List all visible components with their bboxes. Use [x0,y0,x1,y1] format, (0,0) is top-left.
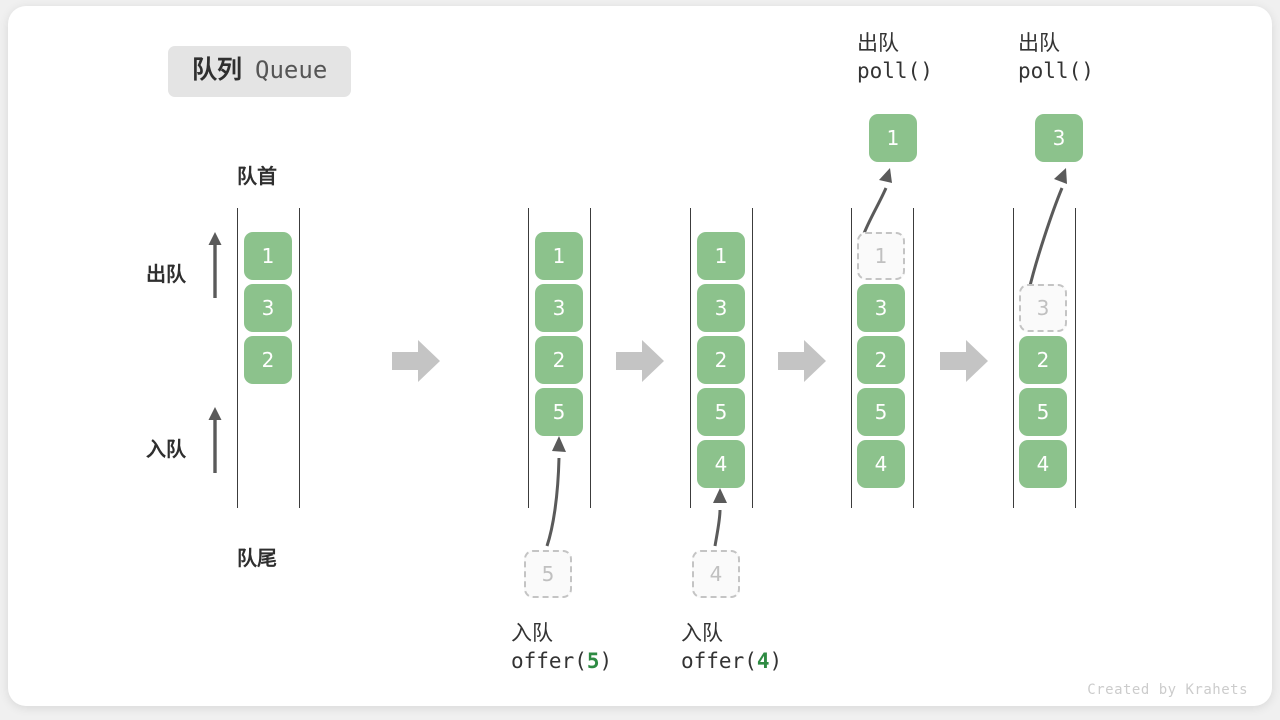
rail-right-initial [299,208,300,508]
rail-right-offer5 [590,208,591,508]
dequeue-motion-arrow-icon [1027,168,1067,291]
step-arrow-icon [778,340,826,382]
queue-cell: 2 [857,336,905,384]
queue-cell: 5 [857,388,905,436]
op-cn-text: 入队 [681,622,723,645]
queue-cell: 1 [697,232,745,280]
rail-left-poll3 [1013,208,1014,508]
rail-left-offer4 [690,208,691,508]
enqueue-label-text: 入队 [146,439,186,461]
queue-tail-label: 队尾 [237,548,277,570]
dequeued-ghost-cell: 3 [1019,284,1067,332]
incoming-ghost-cell: 4 [692,550,740,598]
queue-cell: 5 [1019,388,1067,436]
queue-cell: 3 [535,284,583,332]
enqueue-operation-label-4: 入队 offer(4) [681,620,782,676]
step-arrow-icon [616,340,664,382]
dequeued-ghost-cell: 1 [857,232,905,280]
queue-cell: 1 [535,232,583,280]
step-arrow-icon [940,340,988,382]
title-en: Queue [255,56,328,84]
dequeue-label: 出队 [146,258,186,287]
queue-cell: 3 [697,284,745,332]
op-cn-text: 入队 [511,622,553,645]
title-cn: 队列 [192,56,243,84]
dequeue-motion-arrow-icon [861,168,892,237]
rail-right-poll3 [1075,208,1076,508]
enqueue-motion-arrow-icon [545,436,566,547]
dequeue-arrow-icon [208,232,222,298]
rail-left-poll1 [851,208,852,508]
op-fn-close: ) [599,648,613,673]
incoming-ghost-cell: 5 [524,550,572,598]
enqueue-arrow-icon [208,407,222,473]
queue-cell: 2 [697,336,745,384]
op-cn-text: 出队 [857,32,899,55]
queue-cell: 4 [1019,440,1067,488]
queue-cell: 2 [535,336,583,384]
queue-cell: 4 [697,440,745,488]
queue-cell: 2 [1019,336,1067,384]
op-fn-arg: 5 [586,648,600,673]
enqueue-motion-arrow-icon [713,488,727,547]
popped-cell: 3 [1035,114,1083,162]
dequeue-label-text: 出队 [146,264,186,286]
queue-cell: 2 [244,336,292,384]
popped-cell: 1 [869,114,917,162]
op-code-text: poll() [857,58,933,83]
queue-cell: 5 [697,388,745,436]
op-code-text: poll() [1018,58,1094,83]
op-code-text: offer(5) [511,648,612,676]
step-arrow-icon [392,340,440,382]
queue-cell: 1 [244,232,292,280]
rail-right-offer4 [752,208,753,508]
op-fn-arg: 4 [756,648,770,673]
queue-cell: 5 [535,388,583,436]
rail-left-offer5 [528,208,529,508]
enqueue-operation-label-5: 入队 offer(5) [511,620,612,676]
dequeue-operation-label-3: 出队 poll() [1018,30,1094,86]
queue-head-label: 队首 [237,166,277,188]
dequeue-operation-label-1: 出队 poll() [857,30,933,86]
op-fn-name: offer( [511,648,587,673]
queue-cell: 4 [857,440,905,488]
op-code-text: offer(4) [681,648,782,676]
op-fn-name: offer( [681,648,757,673]
enqueue-label: 入队 [146,433,186,462]
queue-cell: 3 [857,284,905,332]
rail-left-initial [237,208,238,508]
rail-right-poll1 [913,208,914,508]
op-cn-text: 出队 [1018,32,1060,55]
queue-cell: 3 [244,284,292,332]
op-fn-close: ) [769,648,783,673]
footer-credit: Created by Krahets [1087,682,1248,698]
title-badge: 队列 Queue [168,46,352,97]
